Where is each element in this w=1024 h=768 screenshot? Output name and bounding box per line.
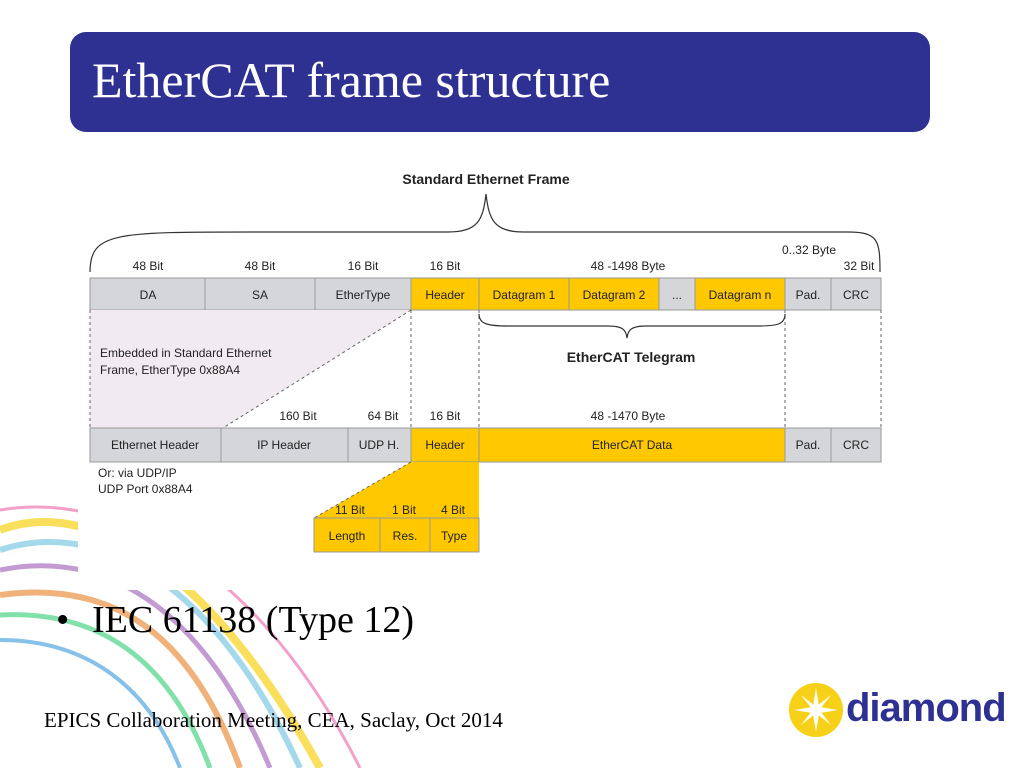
row1-field-datagram-1: Datagram 1 bbox=[493, 288, 556, 302]
slide-title: EtherCAT frame structure bbox=[92, 52, 611, 108]
row2-size-ip: 160 Bit bbox=[279, 409, 317, 423]
row1-field-datagram-2: Datagram 2 bbox=[583, 288, 646, 302]
row2-field-header: Header bbox=[425, 438, 464, 452]
row1-size-ethertype: 16 Bit bbox=[348, 259, 379, 273]
diamond-star-icon bbox=[789, 683, 843, 737]
row3-size-length: 11 Bit bbox=[335, 503, 365, 517]
row3-size-res: 1 Bit bbox=[392, 503, 417, 517]
row2-field-ethernet-header: Ethernet Header bbox=[111, 438, 199, 452]
frame-title: Standard Ethernet Frame bbox=[402, 171, 569, 187]
row1-size-header: 16 Bit bbox=[430, 259, 461, 273]
bullet-item: • IEC 61138 (Type 12) bbox=[56, 598, 414, 642]
row1-field-ellipsis: ... bbox=[672, 288, 682, 302]
row3-field-type: Type bbox=[441, 529, 467, 543]
row1-size-crc: 32 Bit bbox=[844, 259, 875, 273]
row1-field-header: Header bbox=[425, 288, 464, 302]
row2-size-header: 16 Bit bbox=[430, 409, 461, 423]
row2-field-ethercat-data: EtherCAT Data bbox=[592, 438, 673, 452]
row2-field-udp-header: UDP H. bbox=[359, 438, 399, 452]
udp-note-line-1: Or: via UDP/IP bbox=[98, 466, 177, 480]
logo-wordmark: diamond bbox=[846, 686, 1007, 730]
row3-size-type: 4 Bit bbox=[441, 503, 466, 517]
header-expansion bbox=[314, 462, 479, 518]
embedded-note-line-2: Frame, EtherType 0x88A4 bbox=[100, 363, 240, 377]
row1-size-sa: 48 Bit bbox=[245, 259, 276, 273]
row1-field-crc: CRC bbox=[843, 288, 869, 302]
telegram-label: EtherCAT Telegram bbox=[567, 349, 696, 365]
row1-field-pad: Pad. bbox=[796, 288, 821, 302]
row2-size-data: 48 -1470 Byte bbox=[591, 409, 666, 423]
row3-field-length: Length bbox=[329, 529, 366, 543]
title-bar: EtherCAT frame structure bbox=[70, 32, 930, 132]
row2-field-pad: Pad. bbox=[796, 438, 821, 452]
diamond-logo: diamond bbox=[788, 682, 1007, 742]
udp-note-line-2: UDP Port 0x88A4 bbox=[98, 482, 193, 496]
row2-size-udp: 64 Bit bbox=[368, 409, 399, 423]
row1-field-sa: SA bbox=[252, 288, 268, 302]
row1-field-da: DA bbox=[140, 288, 157, 302]
telegram-brace bbox=[478, 313, 786, 339]
ethercat-diagram: Standard Ethernet Frame 48 Bit 48 Bit 16… bbox=[78, 160, 888, 590]
frame-brace bbox=[89, 193, 881, 273]
bullet-dot: • bbox=[56, 599, 70, 641]
bullet-text: IEC 61138 (Type 12) bbox=[92, 599, 415, 641]
row1-field-ethertype: EtherType bbox=[336, 288, 391, 302]
row1-size-da: 48 Bit bbox=[133, 259, 164, 273]
row1-size-pad: 0..32 Byte bbox=[782, 243, 836, 257]
embedded-region bbox=[90, 310, 411, 428]
footer-text: EPICS Collaboration Meeting, CEA, Saclay… bbox=[44, 708, 503, 732]
row3-field-res: Res. bbox=[393, 529, 418, 543]
row1-field-datagram-n: Datagram n bbox=[709, 288, 772, 302]
row2-field-crc: CRC bbox=[843, 438, 869, 452]
embedded-note-line-1: Embedded in Standard Ethernet bbox=[100, 346, 272, 360]
row1-size-datagrams: 48 -1498 Byte bbox=[591, 259, 666, 273]
row2-field-ip-header: IP Header bbox=[257, 438, 311, 452]
